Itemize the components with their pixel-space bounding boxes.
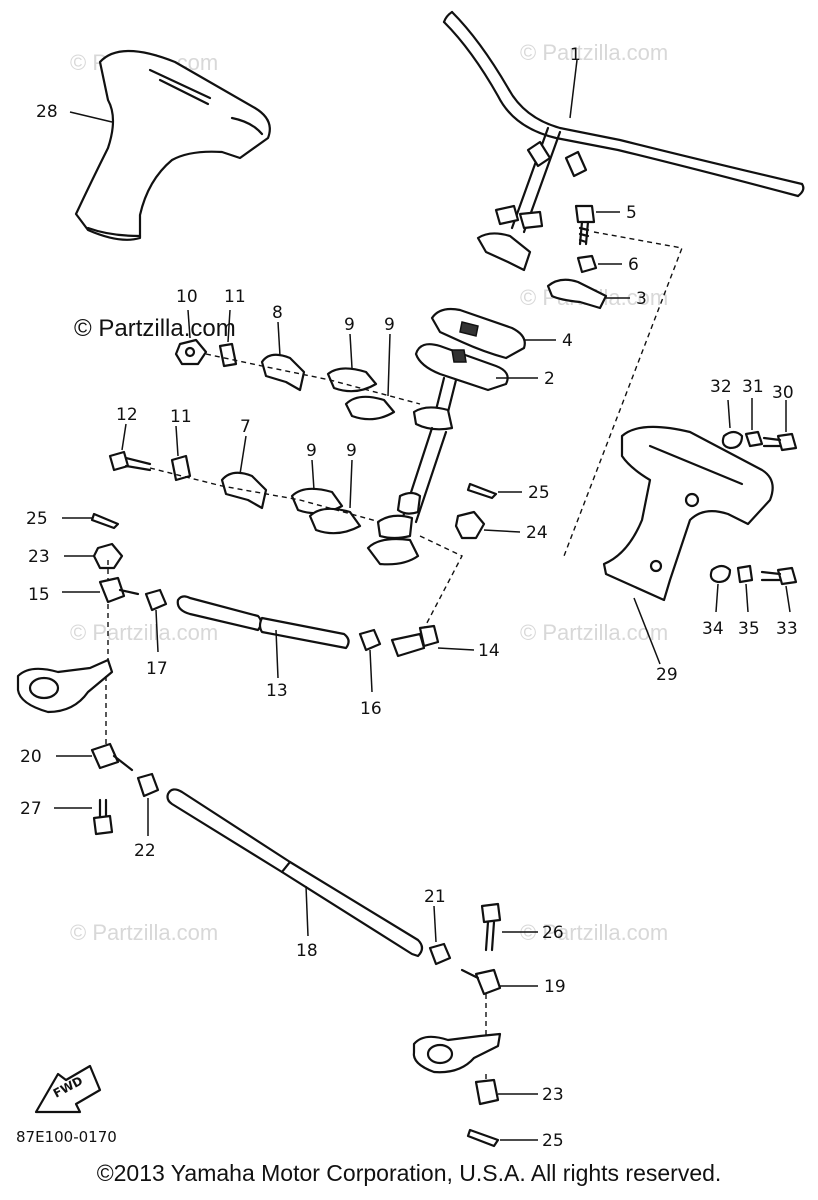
part-number[interactable]: 23 (542, 1085, 564, 1105)
watermark: © Partzilla.com (520, 620, 668, 645)
part-number[interactable]: 10 (176, 287, 198, 307)
part-number[interactable]: 2 (544, 369, 555, 389)
part-number[interactable]: 15 (28, 585, 50, 605)
watermark: © Partzilla.com (520, 920, 668, 945)
part-number[interactable]: 3 (636, 289, 647, 309)
handlebar-holder-part[interactable] (546, 278, 608, 310)
bolt-part[interactable] (480, 902, 502, 952)
part-number[interactable]: 13 (266, 681, 288, 701)
part-number[interactable]: 19 (544, 977, 566, 997)
part-number[interactable]: 12 (116, 405, 138, 425)
part-number[interactable]: 9 (384, 315, 395, 335)
tie-rod-end-part[interactable] (460, 968, 502, 996)
part-number[interactable]: 7 (240, 417, 251, 437)
handlebar-cover-part[interactable] (74, 49, 271, 241)
part-number[interactable]: 27 (20, 799, 42, 819)
cotter-pin-part[interactable] (466, 482, 498, 500)
part-number[interactable]: 25 (26, 509, 48, 529)
nut-part[interactable] (736, 564, 754, 584)
part-number[interactable]: 9 (344, 315, 355, 335)
lock-nut-part[interactable] (428, 942, 452, 966)
part-number[interactable]: 26 (542, 923, 564, 943)
damper-part[interactable] (344, 395, 396, 421)
handlebar-part[interactable] (442, 10, 805, 272)
part-number[interactable]: 16 (360, 699, 382, 719)
steering-column-part[interactable] (366, 343, 509, 566)
tie-rod-part[interactable] (166, 788, 424, 958)
nut-part[interactable] (576, 254, 598, 274)
tie-rod-end-part[interactable] (90, 742, 134, 772)
part-number[interactable]: 24 (526, 523, 548, 543)
steering-arm-part[interactable] (412, 1032, 502, 1074)
washer-part[interactable] (721, 430, 744, 450)
steering-arm-part[interactable] (16, 658, 114, 714)
bolt-part[interactable] (574, 204, 596, 246)
bracket-part[interactable] (220, 471, 268, 510)
part-number[interactable]: 33 (776, 619, 798, 639)
main-watermark: © Partzilla.com (74, 315, 236, 342)
washer-part[interactable] (709, 564, 732, 584)
bolt-part[interactable] (762, 432, 798, 452)
part-number[interactable]: 5 (626, 203, 637, 223)
damper-part[interactable] (290, 487, 344, 515)
part-number[interactable]: 14 (478, 641, 500, 661)
part-number[interactable]: 32 (710, 377, 732, 397)
watermark-layer: © Partzilla.com © Partzilla.com © Partzi… (70, 40, 668, 945)
castle-nut-part[interactable] (454, 510, 486, 540)
nut-part[interactable] (174, 338, 208, 366)
lock-nut-part[interactable] (144, 588, 168, 612)
forward-arrow-icon: FWD (34, 1064, 102, 1114)
bolt-part[interactable] (108, 450, 152, 472)
part-number[interactable]: 18 (296, 941, 318, 961)
part-number[interactable]: 8 (272, 303, 283, 323)
reference-code: 87E100-0170 (16, 1128, 117, 1146)
tie-rod-part[interactable] (176, 595, 350, 650)
part-number[interactable]: 4 (562, 331, 573, 351)
watermark: © Partzilla.com (70, 920, 218, 945)
part-number[interactable]: 31 (742, 377, 764, 397)
part-number[interactable]: 30 (772, 383, 794, 403)
part-number[interactable]: 23 (28, 547, 50, 567)
part-number[interactable]: 34 (702, 619, 724, 639)
part-number[interactable]: 28 (36, 102, 58, 122)
part-number-labels: 28 1 5 6 3 4 2 10 11 8 9 9 12 11 7 9 9 2… (20, 45, 798, 1151)
part-number[interactable]: 11 (224, 287, 246, 307)
part-number[interactable]: 22 (134, 841, 156, 861)
tie-rod-end-part[interactable] (98, 576, 140, 604)
part-number[interactable]: 11 (170, 407, 192, 427)
washer-part[interactable] (218, 342, 238, 368)
part-number[interactable]: 9 (306, 441, 317, 461)
part-number[interactable]: 20 (20, 747, 42, 767)
watermark: © Partzilla.com (520, 40, 668, 65)
bolt-part[interactable] (92, 798, 114, 836)
watermark: © Partzilla.com (70, 620, 218, 645)
nut-part[interactable] (744, 430, 764, 448)
damper-part[interactable] (326, 367, 378, 393)
damper-part[interactable] (308, 507, 362, 535)
part-number[interactable]: 6 (628, 255, 639, 275)
bracket-part[interactable] (260, 353, 306, 392)
castle-nut-part[interactable] (474, 1078, 500, 1106)
copyright-notice: ©2013 Yamaha Motor Corporation, U.S.A. A… (96, 1160, 722, 1186)
lock-nut-part[interactable] (358, 628, 382, 652)
part-number[interactable]: 21 (424, 887, 446, 907)
tie-rod-end-part[interactable] (390, 624, 440, 658)
bolt-part[interactable] (760, 566, 798, 586)
lock-nut-part[interactable] (136, 772, 160, 798)
part-number[interactable]: 29 (656, 665, 678, 685)
part-number[interactable]: 25 (528, 483, 550, 503)
washer-part[interactable] (170, 454, 192, 482)
cotter-pin-part[interactable] (90, 512, 120, 530)
part-number[interactable]: 1 (570, 45, 581, 65)
part-number[interactable]: 25 (542, 1131, 564, 1151)
part-number[interactable]: 9 (346, 441, 357, 461)
side-cover-part[interactable] (602, 425, 774, 602)
part-number[interactable]: 35 (738, 619, 760, 639)
cotter-pin-part[interactable] (466, 1128, 500, 1148)
part-number[interactable]: 17 (146, 659, 168, 679)
